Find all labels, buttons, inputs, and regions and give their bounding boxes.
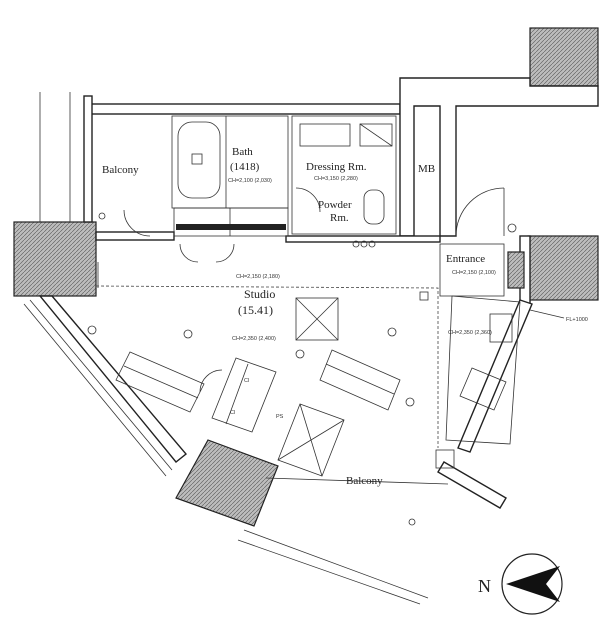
entrance: Entrance CH=2,150 (2,100) <box>439 187 525 297</box>
ch-entrance: CH=2,150 (2,100) <box>452 270 496 276</box>
dressing-label: Dressing Rm. <box>306 161 367 173</box>
range <box>459 367 507 411</box>
ch-bath: CH=2,100 (2,030) <box>228 178 272 184</box>
north-arrow-icon <box>506 566 560 602</box>
studio: CH=2,150 (2,180) Studio (15.41) PS <box>87 262 439 448</box>
studio-size: (15.41) <box>238 303 273 317</box>
bathtub <box>177 121 221 199</box>
balcony-upper: Balcony <box>39 92 139 222</box>
column-right <box>527 235 599 301</box>
outer-walls <box>23 77 599 605</box>
toilet <box>363 189 385 225</box>
fl-note: FL+1000 <box>566 317 588 323</box>
ch-right: CH=2,350 (2,360) <box>448 330 492 336</box>
balcony-upper-label: Balcony <box>102 164 139 176</box>
powder-rm-label: Rm. <box>330 212 349 224</box>
floor-panel-right <box>319 349 401 411</box>
studio-label: Studio <box>244 287 275 301</box>
bath-room: Bath (1418) CH=2,100 (2,030) <box>171 115 289 237</box>
cl-center: Cl <box>244 378 249 384</box>
ch-center: CH=2,350 (2,400) <box>232 336 276 342</box>
floor-panel-left <box>115 351 205 413</box>
ch-studio: CH=2,150 (2,180) <box>236 274 280 280</box>
dressing-room: Dressing Rm. CH=3,150 (2,280) Powder Rm. <box>291 115 397 248</box>
compass: N <box>478 553 563 615</box>
column-top-right <box>529 27 599 87</box>
skylight-square <box>295 297 339 341</box>
powder-label: Powder <box>318 199 352 211</box>
bath-size: (1418) <box>230 161 260 173</box>
cl-left: Cl <box>230 410 235 416</box>
kitchen: CH=2,350 (2,360) <box>435 295 521 469</box>
column-bottom <box>175 439 279 527</box>
balcony-lower: Balcony <box>346 475 416 526</box>
compass-label: N <box>478 576 491 596</box>
sink <box>489 313 513 343</box>
ps-label: PS <box>276 414 284 420</box>
column-left <box>13 221 97 297</box>
bath-label: Bath <box>232 146 253 158</box>
mb-label: MB <box>418 163 435 175</box>
balcony-lower-label: Balcony <box>346 475 383 487</box>
entrance-label: Entrance <box>446 253 485 265</box>
ch-dressing: CH=3,150 (2,280) <box>314 176 358 182</box>
center-closets: CH=2,350 (2,400) Cl Cl <box>211 336 345 477</box>
door-swings <box>123 187 321 393</box>
